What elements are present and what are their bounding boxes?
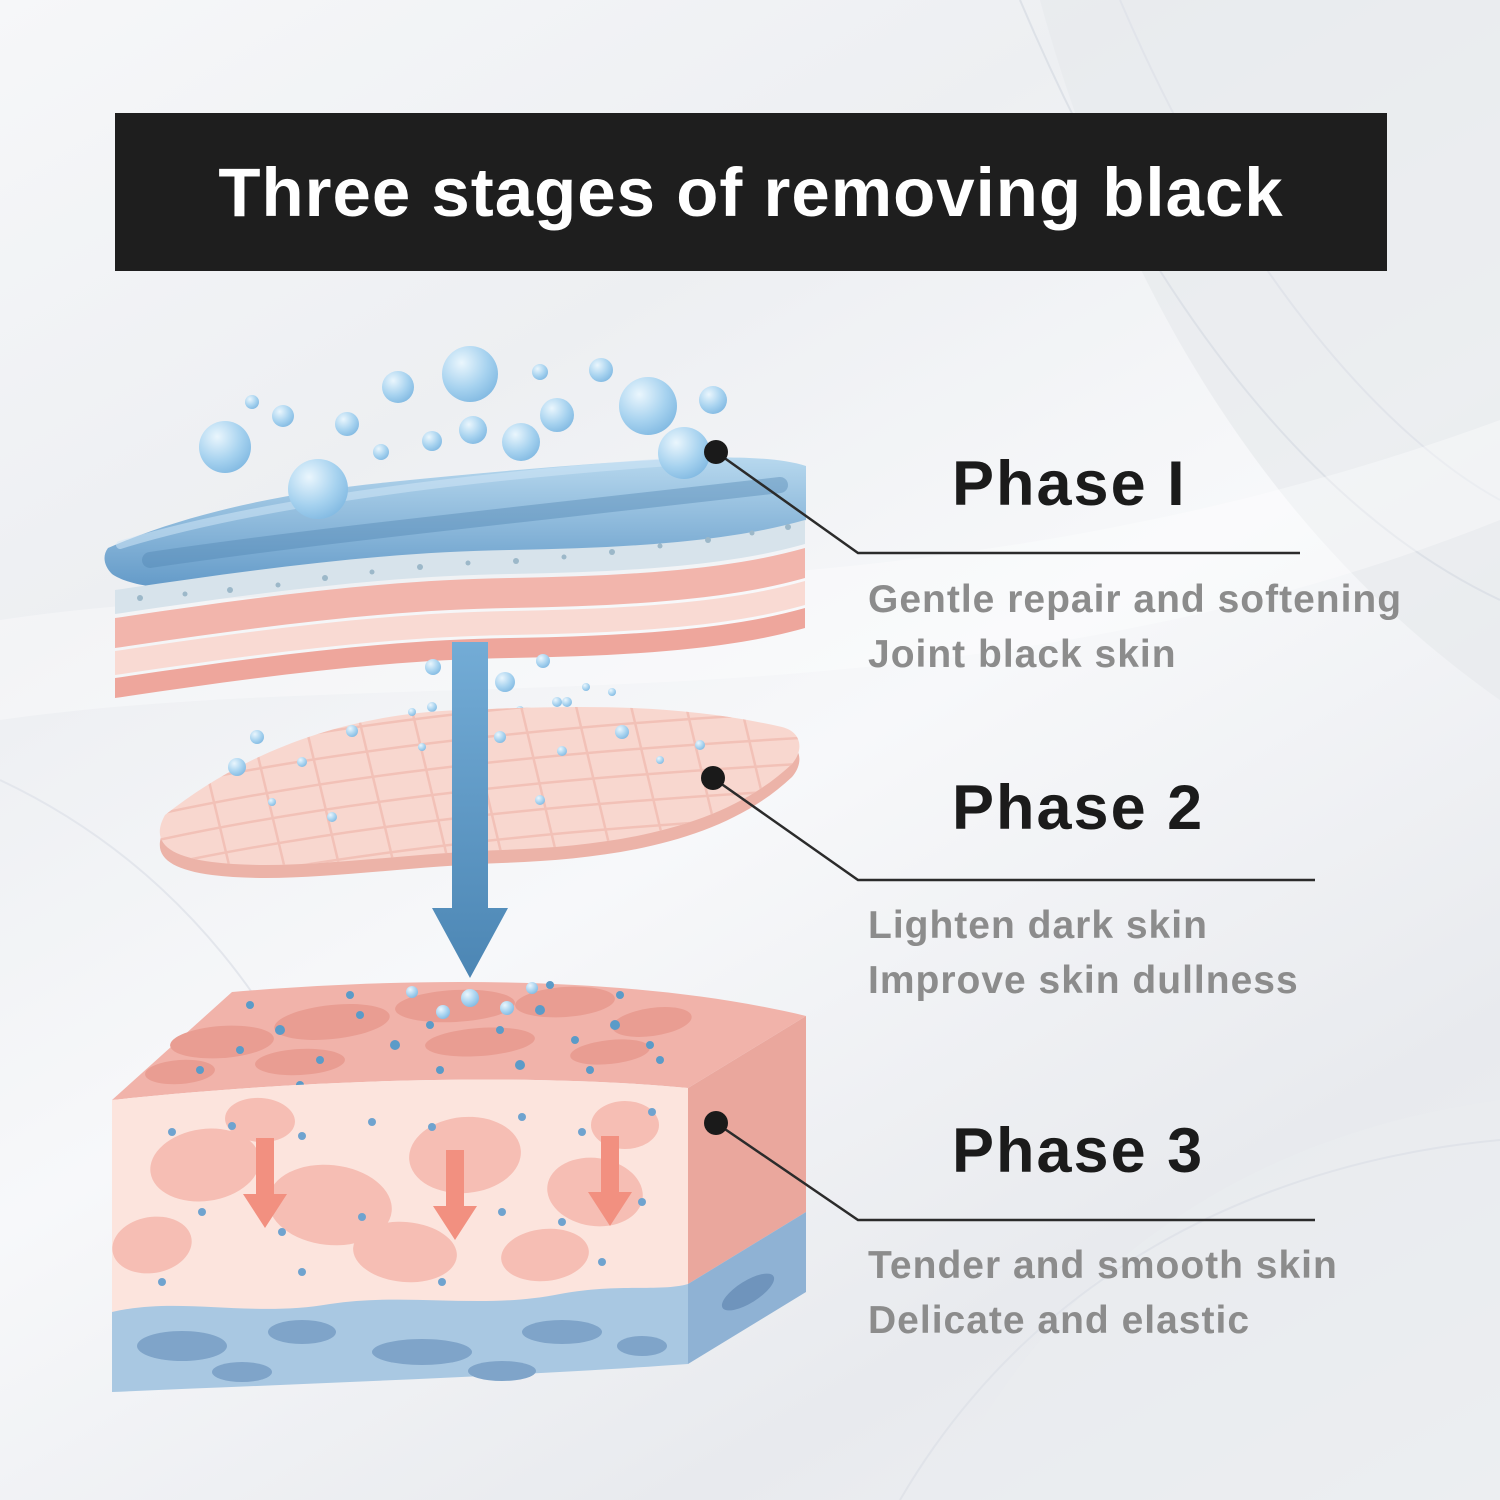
phase-2-heading: Phase 2 <box>952 773 1205 843</box>
phase-2-line-2: Improve skin dullness <box>868 959 1299 1003</box>
phase-2-dot-icon <box>701 766 725 790</box>
dermis-right-face <box>688 1016 806 1284</box>
speckle-dots <box>137 524 791 601</box>
surface-layer <box>104 457 806 589</box>
title-banner: Three stages of removing black <box>115 113 1387 271</box>
phase-1-description: Gentle repair and softening Joint black … <box>868 572 1402 683</box>
page-title: Three stages of removing black <box>218 153 1284 231</box>
phase-1-dot-icon <box>704 440 728 464</box>
phase-3-heading: Phase 3 <box>952 1116 1205 1186</box>
phase-1-line-1: Gentle repair and softening <box>868 578 1403 621</box>
phase-3-dot-icon <box>704 1111 728 1135</box>
dermis-block <box>112 981 806 1392</box>
phase-1-line-2: Joint black skin <box>868 633 1177 677</box>
phase-2-line-1: Lighten dark skin <box>868 904 1208 947</box>
phase-3-line-2: Delicate and elastic <box>868 1299 1251 1343</box>
phase-3-line-1: Tender and smooth skin <box>868 1244 1338 1287</box>
phase-3-description: Tender and smooth skin Delicate and elas… <box>868 1238 1338 1349</box>
top-face-dots <box>196 981 664 1089</box>
deep-layer-blobs <box>137 1320 667 1382</box>
front-face-dots <box>158 1108 656 1286</box>
mesh-droplets <box>228 688 705 822</box>
water-droplets <box>199 346 727 519</box>
absorption-arrow-icon <box>432 642 508 978</box>
leader-dots <box>701 440 728 1135</box>
phase-2-description: Lighten dark skin Improve skin dullness <box>868 898 1299 1009</box>
collagen-arrows <box>243 1136 632 1240</box>
front-face-blobs <box>112 1097 659 1283</box>
phase-1-heading: Phase I <box>952 449 1187 519</box>
arrow-tip-droplets <box>406 982 538 1019</box>
top-face-blobs <box>145 986 692 1085</box>
leader-lines <box>712 450 1315 1222</box>
